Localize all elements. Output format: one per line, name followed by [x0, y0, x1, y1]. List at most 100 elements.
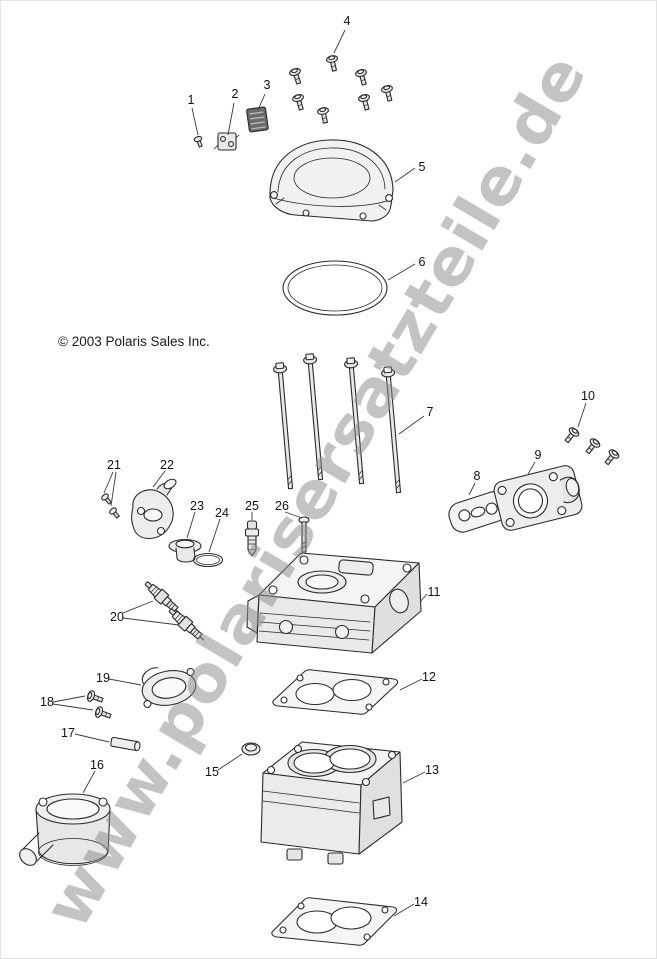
callout-label: 10: [581, 389, 595, 403]
callout-label: 18: [40, 695, 54, 709]
leader-line: [217, 753, 243, 771]
leader-line: [393, 903, 415, 917]
leader-line: [191, 107, 199, 136]
callout-label: 6: [419, 255, 426, 269]
part-3-vent-plate: [246, 106, 269, 133]
leader-line: [122, 600, 154, 614]
callout-label: 1: [188, 93, 195, 107]
part-2-bracket: [213, 132, 240, 151]
part-26-stud: [298, 516, 310, 553]
leader-line: [103, 471, 114, 494]
leader-line: [402, 771, 426, 784]
callout-label: 11: [428, 585, 441, 599]
part-15-plug: [241, 742, 261, 756]
callout-label: 19: [96, 671, 110, 685]
callout-2: 2: [227, 87, 239, 136]
leader-line: [394, 167, 416, 183]
callout-label: 20: [110, 610, 124, 624]
part-21-cover-screws: [99, 492, 122, 521]
callout-11: 11: [419, 585, 441, 603]
leader-line: [577, 402, 587, 428]
part-1-screw: [193, 134, 205, 149]
callout-label: 22: [160, 458, 174, 472]
part-5-valve-cover: [269, 139, 394, 222]
callout-label: 24: [215, 506, 229, 520]
callout-20: 20: [110, 600, 180, 626]
part-11-cylinder-head: [246, 552, 422, 654]
callout-label: 17: [61, 726, 75, 740]
callout-6: 6: [387, 255, 426, 281]
part-13-cylinder: [260, 741, 403, 865]
leader-line: [387, 263, 416, 281]
callout-18: 18: [40, 695, 94, 711]
callout-4: 4: [333, 14, 351, 54]
part-8-manifold-gasket: [448, 491, 508, 533]
callout-label: 16: [90, 758, 104, 772]
callout-label: 3: [264, 78, 271, 92]
callout-label: 15: [205, 765, 219, 779]
callout-label: 5: [419, 160, 426, 174]
callout-22: 22: [152, 458, 174, 488]
leader-line: [110, 471, 117, 507]
leader-line: [419, 593, 428, 603]
leader-line: [257, 93, 266, 111]
callout-12: 12: [399, 670, 436, 691]
leader-line: [284, 511, 303, 519]
part-17-dowel-pin: [110, 736, 141, 752]
leader-line: [52, 703, 94, 711]
callout-26: 26: [275, 499, 303, 519]
part-23-thermostat: [168, 538, 202, 563]
callout-label: 13: [425, 763, 439, 777]
part-9-intake-adapter: [493, 465, 583, 531]
leader-line: [52, 695, 86, 703]
part-25-temp-sensor: [244, 520, 260, 557]
callout-21: 21: [103, 458, 121, 507]
callout-label: 7: [427, 405, 434, 419]
callout-8: 8: [468, 469, 481, 496]
part-6-cover-seal: [282, 260, 388, 316]
callout-7: 7: [398, 405, 434, 435]
callout-19: 19: [96, 671, 142, 686]
leader-line: [227, 102, 235, 136]
leader-line: [186, 511, 196, 539]
callout-16: 16: [82, 758, 104, 794]
callout-label: 8: [474, 469, 481, 483]
callout-1: 1: [188, 93, 199, 136]
leader-line: [527, 461, 536, 475]
leader-line: [468, 482, 476, 496]
callouts: 1 2 3 4 5 6 7 8: [40, 14, 595, 917]
part-18-flange-bolts: [85, 689, 113, 722]
callout-label: 12: [422, 670, 436, 684]
callout-25: 25: [245, 499, 259, 520]
leader-line: [82, 770, 96, 794]
part-19-intake-boot: [141, 667, 197, 709]
callout-label: 26: [275, 499, 289, 513]
leader-line: [152, 470, 166, 488]
part-10-adapter-bolts: [561, 425, 621, 468]
leader-line: [108, 678, 142, 686]
callout-24: 24: [208, 506, 229, 553]
callout-label: 4: [344, 14, 351, 28]
callout-label: 9: [535, 448, 542, 462]
leader-line: [122, 617, 180, 626]
copyright-text: © 2003 Polaris Sales Inc.: [58, 334, 210, 349]
part-14-base-gasket: [271, 897, 398, 946]
part-24-oring: [192, 552, 224, 568]
part-16-water-outlet: [19, 793, 111, 866]
part-22-thermostat-cover: [131, 478, 177, 540]
callout-14: 14: [393, 895, 428, 917]
callout-23: 23: [186, 499, 204, 539]
callout-label: 2: [232, 87, 239, 101]
callout-label: 23: [190, 499, 204, 513]
leader-line: [333, 29, 346, 54]
exploded-parts-artwork: [19, 54, 621, 946]
part-12-head-gasket: [272, 669, 399, 715]
callout-3: 3: [257, 78, 271, 111]
callout-17: 17: [61, 726, 110, 743]
callout-label: 21: [107, 458, 121, 472]
callout-13: 13: [402, 763, 439, 784]
leader-line: [208, 518, 221, 553]
leader-line: [399, 678, 423, 691]
